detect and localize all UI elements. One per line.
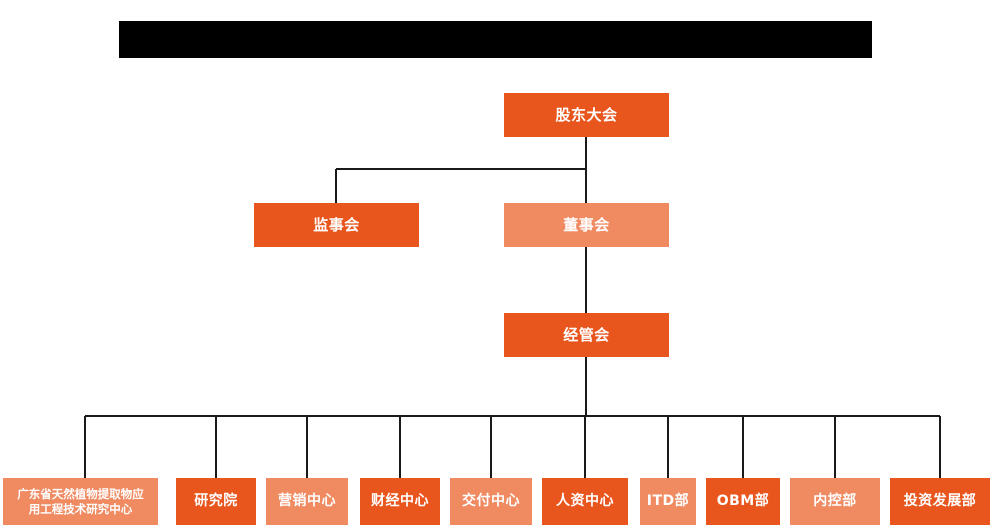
node-itd-department[interactable]: ITD部 <box>640 478 696 525</box>
node-board-of-directors[interactable]: 董事会 <box>504 203 669 247</box>
node-label: 投资发展部 <box>903 492 977 509</box>
node-internal-control-department[interactable]: 内控部 <box>790 478 880 525</box>
node-shareholders-meeting[interactable]: 股东大会 <box>504 93 669 137</box>
node-label: 股东大会 <box>555 105 618 124</box>
node-label: 内控部 <box>813 492 857 509</box>
node-label: 营销中心 <box>278 492 336 509</box>
node-investment-development-department[interactable]: 投资发展部 <box>890 478 990 525</box>
node-guangdong-research-center[interactable]: 广东省天然植物提取物应 用工程技术研究中心 <box>3 478 158 525</box>
node-research-institute[interactable]: 研究院 <box>176 478 256 525</box>
node-board-of-supervisors[interactable]: 监事会 <box>254 203 419 247</box>
node-label: 研究院 <box>194 492 238 509</box>
node-label-line2: 用工程技术研究中心 <box>28 501 133 516</box>
node-finance-center[interactable]: 财经中心 <box>360 478 440 525</box>
node-obm-department[interactable]: OBM部 <box>706 478 780 525</box>
node-label-line1: 广东省天然植物提取物应 <box>17 487 144 502</box>
node-label: 广东省天然植物提取物应 用工程技术研究中心 <box>13 487 148 516</box>
node-management-committee[interactable]: 经管会 <box>504 313 669 357</box>
node-label: 监事会 <box>313 215 360 234</box>
redacted-title-bar <box>119 21 872 58</box>
node-delivery-center[interactable]: 交付中心 <box>450 478 532 525</box>
node-label: 财经中心 <box>371 492 429 509</box>
node-label: 董事会 <box>563 215 610 234</box>
node-marketing-center[interactable]: 营销中心 <box>266 478 348 525</box>
node-label: 人资中心 <box>556 492 614 509</box>
node-label: 经管会 <box>563 325 610 344</box>
node-hr-center[interactable]: 人资中心 <box>542 478 628 525</box>
node-label: 交付中心 <box>462 492 520 509</box>
node-label: OBM部 <box>716 492 770 509</box>
node-label: ITD部 <box>646 492 690 509</box>
